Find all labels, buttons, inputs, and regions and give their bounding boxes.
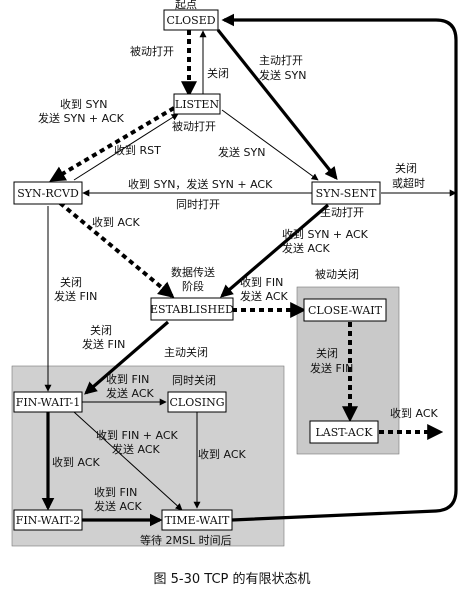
label-simultaneous-close: 同时关闭 bbox=[172, 373, 216, 387]
label-send-fin-2: 发送 FIN bbox=[82, 337, 125, 351]
svg-text:SYN-SENT: SYN-SENT bbox=[316, 187, 377, 200]
state-listen: LISTEN bbox=[173, 93, 221, 115]
svg-text:SYN-RCVD: SYN-RCVD bbox=[17, 187, 79, 200]
label-recv-ack-3: 收到 ACK bbox=[198, 447, 247, 461]
label-send-syn-1: 发送 SYN bbox=[259, 68, 306, 82]
svg-text:TIME-WAIT: TIME-WAIT bbox=[165, 514, 230, 527]
label-send-ack-2: 发送 ACK bbox=[240, 289, 289, 303]
svg-text:FIN-WAIT-2: FIN-WAIT-2 bbox=[16, 514, 80, 527]
label-send-syn-2: 发送 SYN bbox=[218, 145, 265, 159]
label-send-ack-5: 发送 ACK bbox=[94, 499, 143, 513]
label-close-2: 关闭 bbox=[395, 161, 417, 175]
edge-listen-synsent bbox=[221, 109, 319, 181]
svg-text:FIN-WAIT-1: FIN-WAIT-1 bbox=[16, 396, 80, 409]
edge-finwait1-timewait bbox=[73, 411, 183, 511]
edge-listen-synrcvd bbox=[49, 106, 176, 182]
label-active-open-2: 主动打开 bbox=[320, 205, 364, 219]
label-send-ack-3: 发送 ACK bbox=[106, 386, 155, 400]
label-data-transfer-2: 阶段 bbox=[182, 279, 204, 293]
start-label: 起点 bbox=[175, 0, 197, 11]
edge-timewait-closed bbox=[221, 13, 458, 522]
state-fin-wait-2: FIN-WAIT-2 bbox=[13, 509, 83, 531]
label-passive-close: 被动关闭 bbox=[315, 267, 359, 281]
label-recv-fin-2: 收到 FIN bbox=[106, 372, 149, 386]
state-fin-wait-1: FIN-WAIT-1 bbox=[13, 391, 83, 413]
label-active-close: 主动关闭 bbox=[164, 345, 208, 359]
state-syn-rcvd: SYN-RCVD bbox=[13, 181, 83, 205]
label-or-timeout: 或超时 bbox=[392, 176, 425, 190]
label-send-syn-ack: 发送 SYN + ACK bbox=[38, 111, 125, 125]
state-syn-sent: SYN-SENT bbox=[311, 181, 381, 205]
label-recv-ack-1: 收到 ACK bbox=[92, 215, 141, 229]
label-passive-open-1: 被动打开 bbox=[130, 44, 174, 58]
label-send-ack-1: 发送 ACK bbox=[282, 241, 331, 255]
edge-synrcvd-listen bbox=[73, 113, 179, 181]
label-recv-fin-3: 收到 FIN bbox=[94, 485, 137, 499]
label-close-5: 关闭 bbox=[316, 346, 338, 360]
label-wait-2msl: 等待 2MSL 时间后 bbox=[140, 533, 232, 547]
label-data-transfer-1: 数据传送 bbox=[171, 265, 215, 279]
label-send-fin-3: 发送 FIN bbox=[310, 361, 353, 375]
label-recv-ack-2: 收到 ACK bbox=[390, 406, 439, 420]
svg-text:ESTABLISHED: ESTABLISHED bbox=[150, 303, 234, 316]
edge-established-finwait1 bbox=[84, 320, 170, 395]
svg-text:CLOSE-WAIT: CLOSE-WAIT bbox=[308, 304, 383, 317]
svg-text:CLOSING: CLOSING bbox=[169, 396, 224, 409]
state-closing: CLOSING bbox=[167, 391, 227, 413]
label-active-open-1: 主动打开 bbox=[259, 53, 303, 67]
label-recv-fin-ack: 收到 FIN + ACK bbox=[96, 428, 179, 442]
label-recv-syn-send-syn-ack: 收到 SYN，发送 SYN + ACK bbox=[128, 177, 273, 191]
edge-closed-synsent bbox=[216, 29, 338, 181]
label-passive-open-2: 被动打开 bbox=[172, 119, 216, 133]
figure-caption: 图 5-30 TCP 的有限状态机 bbox=[154, 571, 311, 587]
label-close-4: 关闭 bbox=[90, 323, 112, 337]
svg-text:CLOSED: CLOSED bbox=[166, 14, 215, 27]
label-recv-rst: 收到 RST bbox=[114, 143, 161, 157]
label-recv-ack-4: 收到 ACK bbox=[52, 455, 101, 469]
svg-text:LAST-ACK: LAST-ACK bbox=[316, 426, 374, 439]
state-established: ESTABLISHED bbox=[150, 297, 234, 321]
state-time-wait: TIME-WAIT bbox=[161, 509, 233, 531]
label-simultaneous-open: 同时打开 bbox=[176, 197, 220, 211]
svg-text:LISTEN: LISTEN bbox=[175, 98, 220, 111]
label-recv-syn: 收到 SYN bbox=[60, 97, 107, 111]
label-send-ack-4: 发送 ACK bbox=[112, 442, 161, 456]
label-close-3: 关闭 bbox=[60, 275, 82, 289]
edge-synrcvd-established bbox=[58, 201, 175, 299]
state-last-ack: LAST-ACK bbox=[309, 420, 379, 444]
label-send-fin-1: 发送 FIN bbox=[54, 289, 97, 303]
label-recv-fin-1: 收到 FIN bbox=[240, 275, 283, 289]
state-closed: CLOSED bbox=[163, 9, 219, 31]
label-recv-syn-ack: 收到 SYN + ACK bbox=[282, 227, 369, 241]
edge-synsent-established bbox=[220, 203, 330, 298]
label-close-1: 关闭 bbox=[207, 66, 229, 80]
state-close-wait: CLOSE-WAIT bbox=[303, 298, 387, 322]
